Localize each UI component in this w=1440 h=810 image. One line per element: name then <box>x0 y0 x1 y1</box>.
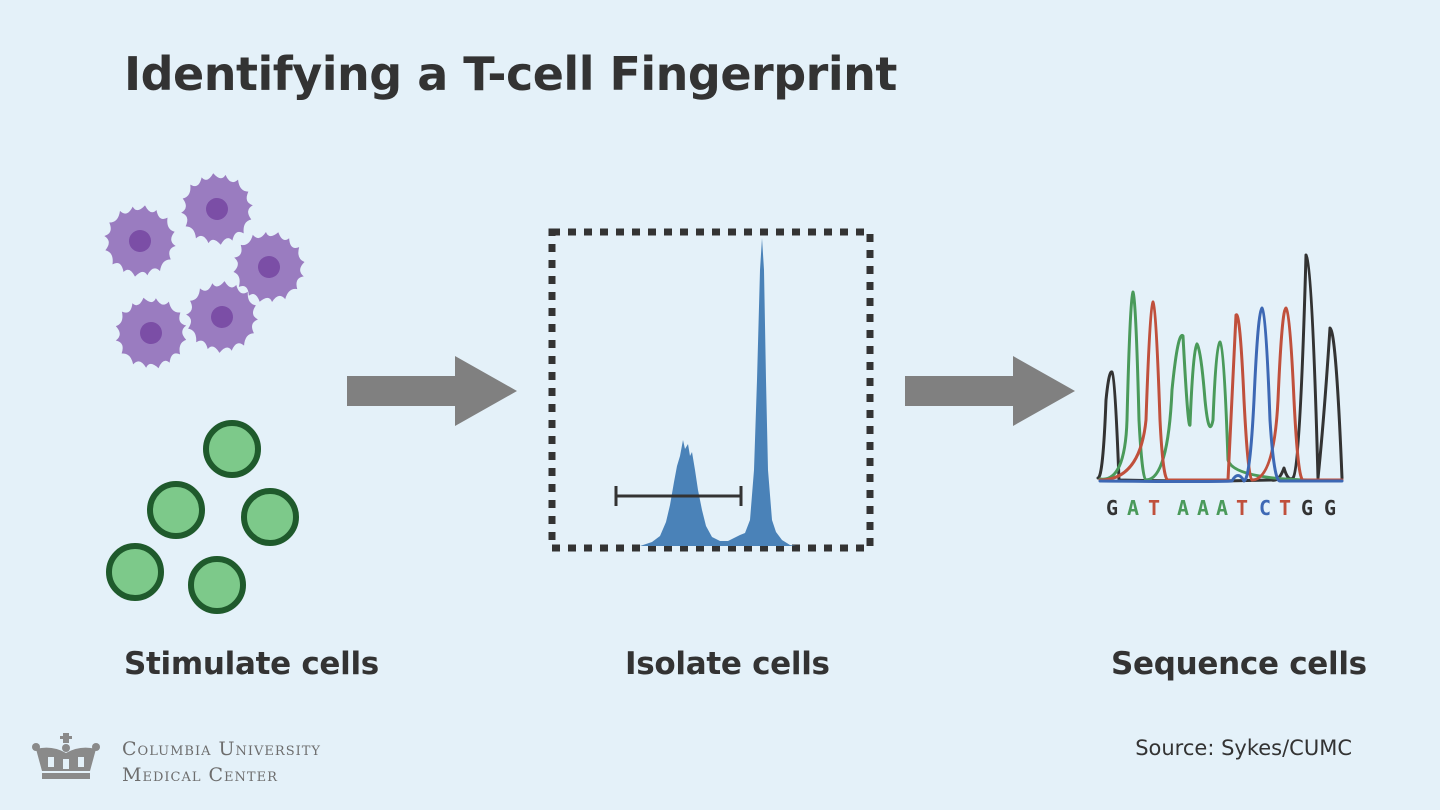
activated-cell <box>177 169 257 249</box>
resting-cell <box>188 556 246 614</box>
sequence-base: T <box>1148 496 1160 520</box>
resting-cell <box>241 488 299 546</box>
sequence-base: T <box>1279 496 1291 520</box>
step-stimulate-label: Stimulate cells <box>124 646 379 682</box>
trace-green <box>1098 290 1342 482</box>
page-title: Identifying a T-cell Fingerprint <box>124 47 897 101</box>
activated-cell <box>108 290 194 376</box>
sequence-base: G <box>1301 496 1313 520</box>
trace-black <box>1096 253 1344 483</box>
sequence-base: T <box>1236 496 1248 520</box>
sequence-base: A <box>1177 496 1189 520</box>
isolation-gate-box <box>548 228 874 552</box>
logo-line-1: Columbia University <box>122 738 321 760</box>
activated-cell <box>224 222 314 312</box>
sequencing-chromatogram <box>1096 253 1344 483</box>
crown-icon <box>32 733 100 779</box>
step-isolate-label: Isolate cells <box>625 646 830 682</box>
activated-cell <box>99 200 181 282</box>
sequence-base: A <box>1197 496 1209 520</box>
sequence-base: A <box>1127 496 1139 520</box>
cumc-logo-text: Columbia University Medical Center <box>122 736 321 788</box>
sequence-base: G <box>1324 496 1336 520</box>
resting-cell-cluster <box>106 420 299 614</box>
right-arrow-icon <box>905 356 1075 426</box>
step-sequence-label: Sequence cells <box>1111 646 1367 682</box>
sequence-base: G <box>1106 496 1118 520</box>
sequence-base: C <box>1259 496 1271 520</box>
resting-cell <box>106 543 164 601</box>
flow-histogram <box>640 238 796 546</box>
source-credit: Source: Sykes/CUMC <box>1135 736 1352 760</box>
gate-range-bar <box>614 486 743 506</box>
logo-line-2: Medical Center <box>122 764 278 786</box>
right-arrow-icon <box>347 356 517 426</box>
trace-red <box>1098 300 1344 482</box>
resting-cell <box>203 420 261 478</box>
resting-cell <box>147 481 205 539</box>
sequence-base: A <box>1216 496 1228 520</box>
trace-blue <box>1098 306 1344 483</box>
activated-cell-cluster <box>99 169 314 376</box>
activated-cell <box>183 278 261 356</box>
